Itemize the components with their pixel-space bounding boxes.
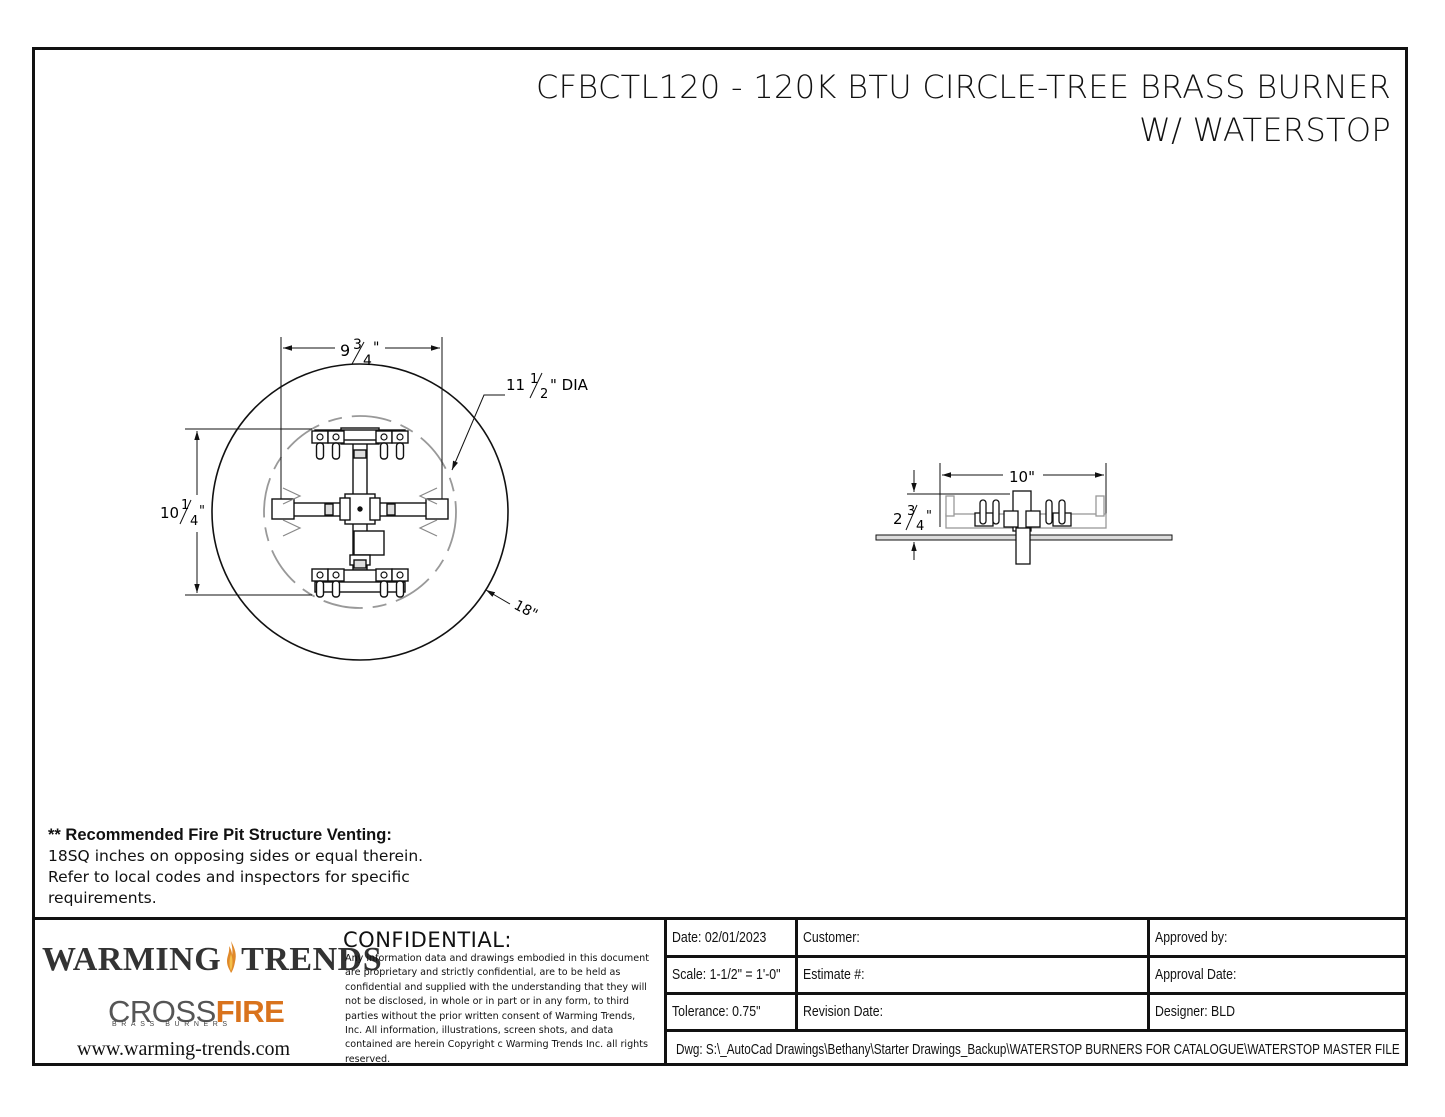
svg-text:10: 10 xyxy=(160,504,179,522)
website-url: www.warming-trends.com xyxy=(77,1038,291,1060)
tb-date: Date: 02/01/2023 xyxy=(672,929,767,946)
dim-width-label: 9 3 4 " xyxy=(340,337,379,369)
tb-row-3 xyxy=(666,1029,1408,1032)
tb-revision: Revision Date: xyxy=(803,1003,883,1020)
svg-text:4: 4 xyxy=(190,514,198,529)
tb-col-2 xyxy=(1147,919,1150,1030)
dim-pan-label: 18" xyxy=(511,597,540,623)
svg-text:11: 11 xyxy=(506,376,525,394)
svg-text:4: 4 xyxy=(363,353,372,369)
svg-text:3: 3 xyxy=(907,504,915,519)
pan-circle xyxy=(211,363,509,661)
side-dim-height-label: 2 3 4 " xyxy=(893,504,932,534)
dim-height-label: 10 1 4 " xyxy=(160,498,205,529)
burner-ring xyxy=(263,415,457,609)
tb-row-1 xyxy=(666,955,1408,958)
venting-note-line-3: requirements. xyxy=(48,889,157,907)
tb-approval-date: Approval Date: xyxy=(1155,966,1237,983)
svg-text:2: 2 xyxy=(540,387,548,402)
svg-text:1: 1 xyxy=(530,372,538,387)
svg-text:4: 4 xyxy=(916,519,924,534)
tb-approved-by: Approved by: xyxy=(1155,929,1228,946)
venting-note-line-2: Refer to local codes and inspectors for … xyxy=(48,868,410,886)
title-block-logo-divider xyxy=(664,919,667,1066)
svg-text:" DIA: " DIA xyxy=(550,376,589,394)
svg-text:9: 9 xyxy=(340,341,350,360)
venting-note-heading: ** Recommended Fire Pit Structure Ventin… xyxy=(48,826,392,844)
crossfire-subtitle: BRASS BURNERS xyxy=(112,1021,232,1028)
crossfire-fire: FIRE xyxy=(215,994,285,1029)
title-block-top-rule xyxy=(33,917,1408,920)
tb-col-1 xyxy=(795,919,798,1030)
tb-customer: Customer: xyxy=(803,929,860,946)
svg-text:2: 2 xyxy=(893,510,903,528)
tb-scale: Scale: 1-1/2" = 1'-0" xyxy=(672,966,781,983)
title-line-1: CFBCTL120 - 120K BTU CIRCLE-TREE BRASS B… xyxy=(535,68,1391,106)
crossfire-cross: CROSS xyxy=(108,994,216,1029)
drawing-title: CFBCTL120 - 120K BTU CIRCLE-TREE BRASS B… xyxy=(536,66,1391,152)
logo-trends: TRENDS xyxy=(241,941,383,978)
side-dim-width-label: 10" xyxy=(1009,468,1035,486)
crossfire-logo: CROSSFIRE xyxy=(108,994,285,1030)
side-burner-ends xyxy=(282,487,438,537)
top-view: 9 3 4 " 11 1 2 " DIA 10 1 4 " 18" xyxy=(160,337,589,661)
title-line-2: W/ WATERSTOP xyxy=(1139,111,1391,149)
flame-icon xyxy=(227,941,236,973)
tb-designer: Designer: BLD xyxy=(1155,1003,1235,1020)
confidential-heading: CONFIDENTIAL: xyxy=(343,928,512,952)
svg-text:": " xyxy=(199,504,205,519)
venting-note-line-1: 18SQ inches on opposing sides or equal t… xyxy=(48,847,424,865)
tb-estimate: Estimate #: xyxy=(803,966,865,983)
tb-dwg-path: Dwg: S:\_AutoCad Drawings\Bethany\Starte… xyxy=(676,1041,1400,1058)
drawing-border xyxy=(32,47,1408,1066)
svg-text:3: 3 xyxy=(353,337,362,353)
venting-note: ** Recommended Fire Pit Structure Ventin… xyxy=(48,825,423,909)
tb-row-2 xyxy=(666,992,1408,995)
logo-warming: WARMING xyxy=(42,941,222,978)
confidential-body: Any information data and drawings embodi… xyxy=(345,953,649,1065)
svg-text:": " xyxy=(926,509,932,524)
burner-tree xyxy=(271,427,449,593)
side-burner xyxy=(945,490,1107,565)
tb-tolerance: Tolerance: 0.75" xyxy=(672,1003,761,1020)
side-view: 10" 2 3 4 " xyxy=(875,463,1173,565)
dim-ring-label: 11 1 2 " DIA xyxy=(506,372,589,402)
warming-trends-logo: WARMING TRENDS xyxy=(42,940,382,980)
svg-text:1: 1 xyxy=(181,498,189,513)
svg-text:": " xyxy=(373,340,379,356)
